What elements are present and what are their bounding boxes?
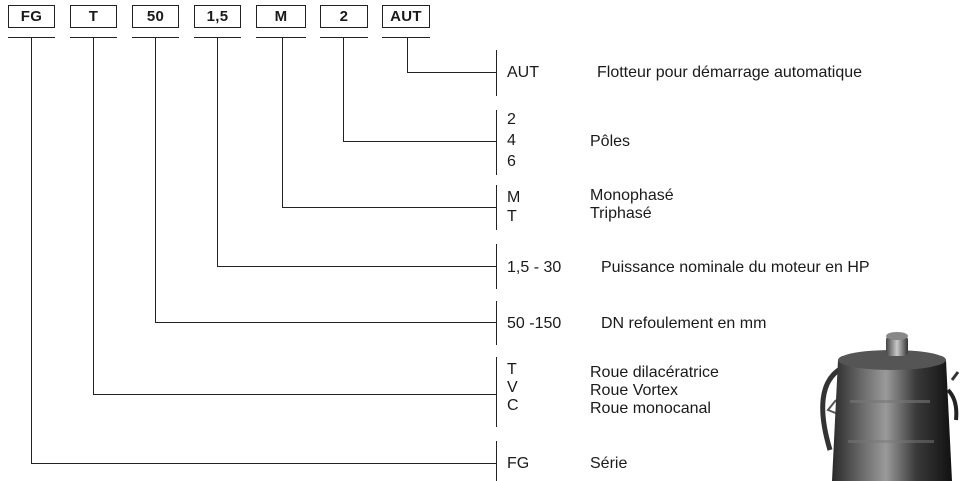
bracket-power xyxy=(496,244,497,289)
code-power: 1,5 - 30 xyxy=(507,259,562,276)
desc-power: Puissance nominale du moteur en HP xyxy=(601,259,870,276)
code-poles-4: 4 xyxy=(507,132,516,149)
code-dn: 50 -150 xyxy=(507,315,562,332)
code-box-series: FG xyxy=(8,5,55,28)
code-box-impeller: T xyxy=(70,5,117,28)
code-poles-2: 2 xyxy=(507,111,516,128)
connector-impeller xyxy=(93,37,497,395)
bracket-series xyxy=(496,441,497,481)
code-impeller-t: T xyxy=(507,361,517,378)
connector-series xyxy=(31,37,497,464)
code-phase-t: T xyxy=(507,208,517,225)
code-box-phase: M xyxy=(256,5,306,28)
connector-dn xyxy=(155,37,497,323)
code-box-float: AUT xyxy=(382,5,430,28)
code-series: FG xyxy=(507,455,530,472)
desc-impeller-dilaceratrice: Roue dilacératrice xyxy=(590,364,719,381)
bracket-poles xyxy=(496,110,497,175)
bracket-float xyxy=(496,50,497,96)
desc-series: Série xyxy=(590,455,628,472)
code-phase-m: M xyxy=(507,189,521,206)
desc-poles: Pôles xyxy=(590,133,631,150)
desc-dn: DN refoulement en mm xyxy=(601,315,767,332)
connector-phase xyxy=(282,37,497,208)
underline-float xyxy=(382,37,430,38)
code-box-power: 1,5 xyxy=(194,5,241,28)
pump-photo-icon xyxy=(820,332,960,481)
desc-phase-tri: Triphasé xyxy=(590,205,652,222)
desc-impeller-vortex: Roue Vortex xyxy=(590,382,679,399)
desc-phase-mono: Monophasé xyxy=(590,187,674,204)
code-box-dn: 50 xyxy=(132,5,179,28)
underline-poles xyxy=(320,37,368,38)
code-impeller-c: C xyxy=(507,397,519,414)
connector-power xyxy=(217,37,497,267)
bracket-phase xyxy=(496,185,497,230)
underline-phase xyxy=(256,37,306,38)
bracket-impeller xyxy=(496,357,497,427)
code-poles-6: 6 xyxy=(507,153,516,170)
code-box-poles: 2 xyxy=(320,5,368,28)
code-impeller-v: V xyxy=(507,379,518,396)
bracket-dn xyxy=(496,301,497,345)
code-aut: AUT xyxy=(507,64,539,81)
desc-float: Flotteur pour démarrage automatique xyxy=(597,64,863,81)
connector-poles xyxy=(343,37,497,142)
connector-float xyxy=(407,37,497,73)
desc-impeller-monocanal: Roue monocanal xyxy=(590,400,711,417)
